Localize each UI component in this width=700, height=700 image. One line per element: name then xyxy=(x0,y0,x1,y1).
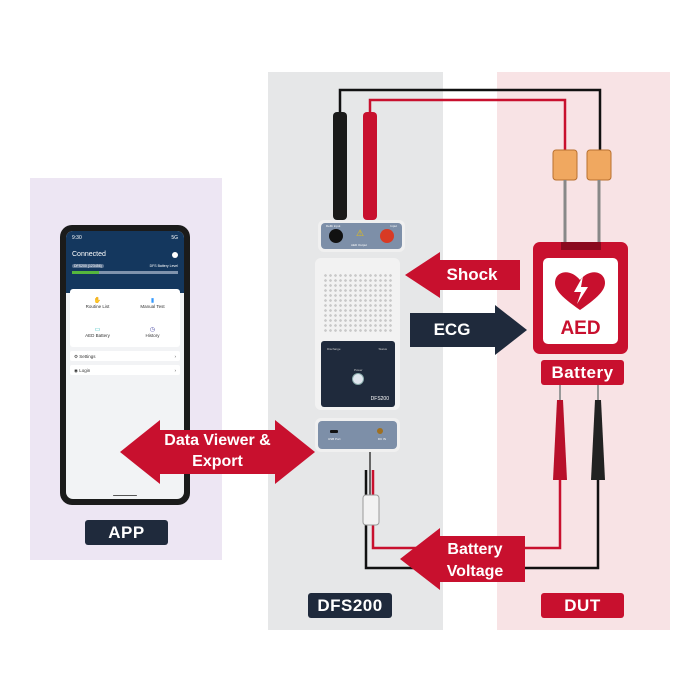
model-label: DFS200 xyxy=(370,396,389,402)
red-jack[interactable] xyxy=(380,229,394,243)
device-body: Discharge Status Power DFS200 xyxy=(315,258,400,410)
data-viewer-arrow xyxy=(120,420,315,484)
data-viewer-label-2: Export xyxy=(192,453,243,470)
menu-login[interactable]: ◉ Login› xyxy=(70,365,180,375)
ecg-arrow xyxy=(410,305,527,355)
device-cable-connector xyxy=(362,494,380,526)
tile-routine-list[interactable]: ✋Routine List xyxy=(70,289,125,318)
usb-port[interactable] xyxy=(330,430,338,433)
clipboard-icon: ▮ xyxy=(150,298,155,304)
black-clip xyxy=(586,149,612,181)
signal-indicator: 5G xyxy=(171,235,178,241)
red-clip xyxy=(552,149,578,181)
ecg-label: ECG xyxy=(433,320,471,339)
battery-icon: ▭ xyxy=(94,327,101,333)
usb-port-label: USB Port xyxy=(328,437,341,441)
discharge-label: Discharge xyxy=(327,347,341,351)
battery-level-fill xyxy=(72,271,99,274)
shock-arrow xyxy=(405,252,520,298)
status-label: Status xyxy=(378,347,387,351)
black-jack[interactable] xyxy=(329,229,343,243)
warning-text: AED Output xyxy=(351,243,368,247)
app-header: 9:30 5G Connected DFS200 (123456) DFS Bat… xyxy=(66,231,184,293)
black-plug xyxy=(333,112,347,220)
red-plug xyxy=(363,112,377,220)
device-id-badge: DFS200 (123456) xyxy=(72,264,104,268)
battery-level-label: DFS Battery Level xyxy=(149,264,178,268)
power-label: Power xyxy=(354,368,363,372)
tile-manual-test[interactable]: ▮Manual Test xyxy=(125,289,180,318)
home-indicator xyxy=(113,494,137,496)
tile-history[interactable]: ◷History xyxy=(125,318,180,347)
hand-icon: ✋ xyxy=(93,298,102,304)
red-probe xyxy=(553,400,567,480)
clock: 9:30 xyxy=(72,235,82,241)
lightning-icon xyxy=(574,276,588,304)
tile-aed-battery[interactable]: ▭AED Battery xyxy=(70,318,125,347)
input-label: Input xyxy=(390,224,397,228)
aed-text: AED xyxy=(560,318,601,339)
device-input-module: Defib input Input ⚠ AED Output xyxy=(318,220,405,252)
shock-label: Shock xyxy=(446,265,498,284)
dc-in-label: DC IN xyxy=(377,437,386,441)
black-probe xyxy=(591,400,605,480)
battery-tag: Battery xyxy=(541,360,624,385)
defib-input-label: Defib input xyxy=(326,224,341,228)
tile-grid: ✋Routine List ▮Manual Test ▭AED Battery … xyxy=(70,289,180,347)
battery-level-bar xyxy=(72,271,178,274)
speaker-grille xyxy=(323,273,392,333)
clock-icon: ◷ xyxy=(149,327,156,333)
battery-voltage-arrow xyxy=(400,528,525,590)
warning-icon: ⚠ xyxy=(356,228,365,238)
black-lead-wire xyxy=(338,88,602,150)
dut-tag: DUT xyxy=(541,593,624,618)
red-lead-wire xyxy=(368,98,567,150)
aed-handle xyxy=(561,242,601,250)
battery-voltage-label-2: Voltage xyxy=(446,563,504,580)
connection-status: Connected xyxy=(72,251,106,258)
help-icon[interactable] xyxy=(172,251,178,258)
menu-settings[interactable]: ⚙ Settings› xyxy=(70,351,180,361)
battery-voltage-label-1: Battery xyxy=(447,541,503,558)
control-panel: Discharge Status Power DFS200 xyxy=(321,341,395,407)
dfs200-tag: DFS200 xyxy=(308,593,392,618)
data-viewer-label-1: Data Viewer & xyxy=(164,432,271,449)
power-button[interactable] xyxy=(352,373,364,385)
dc-in-port[interactable] xyxy=(377,428,383,434)
app-tag: APP xyxy=(85,520,168,545)
device-port-module: USB Port DC IN xyxy=(315,418,400,452)
